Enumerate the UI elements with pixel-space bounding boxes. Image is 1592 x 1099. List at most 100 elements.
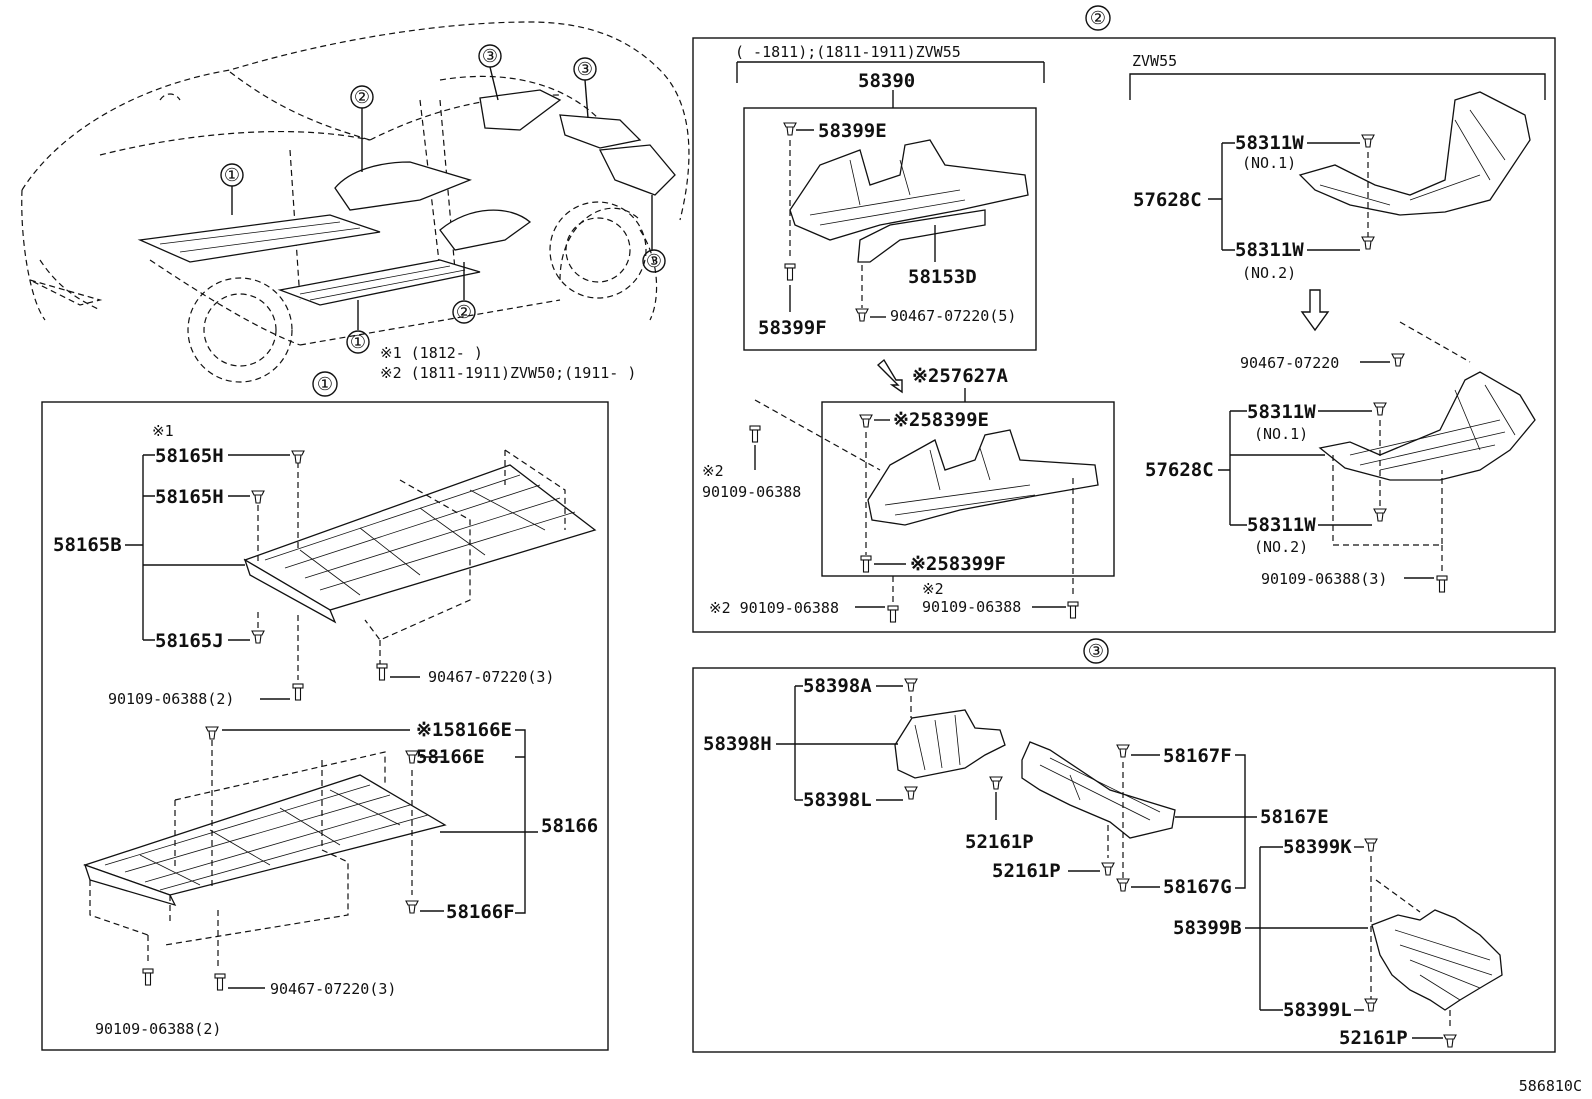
clip-58166f [405,900,419,914]
clip-58166e-noted [205,726,219,740]
section-2: ② ( -1811);(1811-1911)ZVW55 58390 58399E… [692,5,1556,633]
clip-58167g [1116,878,1130,892]
label-58153d: 58153D [908,266,977,288]
figure-code: 586810C [1519,1077,1582,1095]
clip-58165h-upper [291,450,305,464]
label-57627a: ※257627A [912,365,1009,387]
clip-58311w-no1-bottom [1373,402,1387,416]
clip-58165h-lower [251,490,265,504]
clip-58167f [1116,744,1130,758]
bolt-90109-06388-front [292,683,304,701]
callout-1-bottom: ① [350,332,366,353]
label-90467-07220-rear: 90467-07220(3) [270,980,396,998]
label-58398l: 58398L [803,789,872,811]
rear-under-cover [82,740,447,970]
label-58399f-noted: ※258399F [910,553,1006,575]
shield-58398h [894,709,1006,779]
clip-52161p-mid [989,776,1003,790]
duct-58390 [789,139,1029,263]
bolt-90109-06388-x3 [1436,575,1448,593]
clip-58399f [784,263,796,281]
shield-58399b [1371,909,1503,1011]
clip-58399f-noted [860,555,872,573]
label-no2-bottom: (NO.2) [1254,538,1308,556]
clip-58311w-no2-bottom [1373,508,1387,522]
label-58165j: 58165J [155,630,224,652]
label-52161p-mid: 52161P [965,831,1034,853]
front-under-cover [243,449,597,680]
label-58399b: 58399B [1173,917,1242,939]
clip-58398a [904,678,918,692]
section-1: ① ※1 58165H 58165H 58165B 58165J [41,371,609,1051]
clip-58311w-no1-top [1361,134,1375,148]
label-90467-07220-front: 90467-07220(3) [428,668,554,686]
label-58399f: 58399F [758,317,827,339]
label-58165h-upper: 58165H [155,445,224,467]
label-90109-06388-bottom-right: 90109-06388 [922,598,1021,616]
label-52161p-low: 52161P [992,860,1061,882]
label-left-note: ※2 [702,462,724,480]
label-90467-07220-zvw55: 90467-07220 [1240,354,1339,372]
label-58166: 58166 [541,815,598,837]
vehicle-overview: ① ② ③ ③ ③ ② ① ※1 (1812- ) ※2 (1811-1911)… [21,21,690,383]
label-58399e-noted: ※258399E [893,409,989,431]
label-no1-bottom: (NO.1) [1254,425,1308,443]
front-cover-note: ※1 [152,422,174,440]
box-57627a [821,401,1115,577]
label-90109-06388-bottom-left: ※2 90109-06388 [709,599,839,617]
section-3-frame [692,667,1556,1053]
label-58311w-no1-top: 58311W [1235,132,1304,154]
label-58398h: 58398H [703,733,772,755]
label-58311w-no2-top: 58311W [1235,239,1304,261]
label-58167e: 58167E [1260,806,1329,828]
label-58311w-no2-bottom: 58311W [1247,514,1316,536]
callout-2-top: ② [354,87,370,108]
label-58165h-lower: 58165H [155,486,224,508]
clip-58399e-noted [859,414,873,428]
duct-57628c-bottom [1318,371,1536,481]
label-90467-07220-x5: 90467-07220(5) [890,307,1016,325]
label-58399l: 58399L [1283,999,1352,1021]
clip-58399l [1364,998,1378,1012]
label-57628c-top: 57628C [1133,189,1202,211]
screw-90467-07220-front [376,663,388,681]
label-58311w-no1-bottom: 58311W [1247,401,1316,423]
section-1-frame [41,401,609,1051]
section-3: ③ 58398A 58398H 58398L 52161P 58167F [692,638,1556,1053]
clip-58165j [251,630,265,644]
section-2-left-header: ( -1811);(1811-1911)ZVW55 [735,43,961,61]
shield-58167e [1021,741,1176,839]
label-58390: 58390 [858,70,915,92]
callout-3-mid: ③ [577,59,593,80]
duct-57628c-top [1298,91,1531,216]
clip-52161p-shield-b [1443,1034,1457,1048]
screw-90467-07220-x5 [855,308,869,322]
label-90109-06388-x3: 90109-06388(3) [1261,570,1387,588]
label-58398a: 58398A [803,675,872,697]
label-58166f: 58166F [446,901,515,923]
label-58399k: 58399K [1283,836,1352,858]
label-58166e: 58166E [416,746,485,768]
clip-58399k [1364,838,1378,852]
label-90109-06388-left: 90109-06388 [702,483,801,501]
label-no1-top: (NO.1) [1242,154,1296,172]
label-58399e: 58399E [818,120,887,142]
section-3-callout: ③ [1088,641,1104,662]
callout-3-left: ③ [482,46,498,67]
section-2-frame [692,37,1556,633]
label-58167f: 58167F [1163,745,1232,767]
bolt-90109-06388-rear [142,968,154,986]
bolt-90109-06388-bottom-right [1067,601,1079,619]
callout-3-right: ③ [646,251,662,272]
note-2: ※2 (1811-1911)ZVW50;(1911- ) [380,364,636,382]
section-2-callout: ② [1090,8,1106,29]
clip-58399e [783,122,797,136]
label-90109-06388-rear: 90109-06388(2) [95,1020,221,1038]
bolt-90109-06388-left [749,425,761,443]
section-1-callout: ① [317,374,333,395]
label-no2-top: (NO.2) [1242,264,1296,282]
callout-2-bottom: ② [456,302,472,323]
clip-58398l [904,786,918,800]
